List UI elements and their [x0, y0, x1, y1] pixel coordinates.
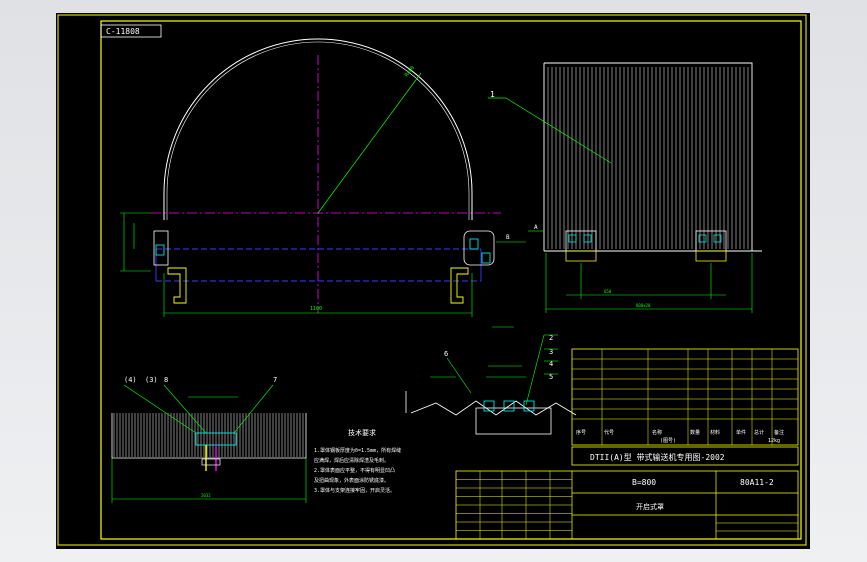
drawing-canvas[interactable]: C-11808 R400: [56, 13, 810, 549]
callout-detail-5: 5: [549, 373, 553, 381]
parts-header-remark: 备注: [774, 429, 784, 436]
parts-header-seq: 序号: [576, 429, 586, 436]
callout-detail-3: (3): [145, 376, 158, 384]
parts-header-code: 代号: [604, 429, 614, 436]
callout-detail-3b: 3: [549, 348, 553, 356]
inner-border: [100, 20, 802, 540]
detail-view-left: 2032 (4) (3) 8 7: [111, 376, 307, 503]
technical-notes: 技术要求 1.罩体钢板厚度为δ=1.5mm，所有焊缝 应满焊，焊后应清除焊渣及毛…: [314, 428, 401, 494]
parts-header-qty: 数量: [690, 429, 700, 436]
drawing-code-box: [100, 24, 162, 38]
callout-1: 1: [490, 90, 495, 99]
callout-detail-2: 2: [549, 334, 553, 342]
drawing-number: 80A11-2: [740, 478, 774, 487]
detail-view-right: 6 2 3 4 5: [405, 326, 577, 435]
side-view-outline: [543, 62, 753, 251]
detail-left-outline: [111, 413, 307, 459]
detail-right-profile: [410, 400, 577, 416]
title-block: DTII(A)型 带式输送机专用图-2002 B=800 80A11-2 开启式…: [455, 446, 799, 540]
section-mark-a: A: [534, 224, 538, 231]
right-mount-block: [695, 230, 727, 262]
callout-detail-4: (4): [124, 376, 137, 384]
side-view: 1 A 800±20 650: [488, 62, 762, 313]
side-width-label: 800±20: [636, 303, 651, 308]
parts-header-name: 名称: [652, 429, 662, 436]
parts-header-unit: 单件: [736, 429, 746, 436]
detail-corrugation-lines: [113, 413, 304, 457]
callout-detail-4b: 4: [549, 360, 553, 368]
section-mark-b: B: [506, 234, 510, 241]
left-mount-block: [565, 230, 597, 262]
title-block-grid: [456, 471, 798, 539]
leader-1-line: [505, 97, 612, 164]
side-inner-label: 650: [604, 289, 612, 294]
callout-detail-7: 7: [273, 376, 277, 384]
notes-line-5: 3.罩体与支架连接牢固，开启灵活。: [314, 487, 395, 494]
corrugation-lines: [547, 67, 749, 249]
parts-list: 序号 代号 名称 数量 材料 单件 总计 备注 (图号) 12kg: [571, 348, 799, 446]
notes-line-3: 2.罩体表面应平整，不得有明显凹凸: [314, 467, 395, 474]
parts-header-total: 总计: [754, 429, 764, 436]
project-title: DTII(A)型 带式输送机专用图-2002: [590, 452, 725, 462]
drawing-sheet: C-11808 R400: [57, 14, 807, 546]
callout-detail-6: 6: [444, 350, 448, 358]
callout-detail-8: 8: [164, 376, 168, 384]
parts-header-material: 材料: [710, 429, 720, 436]
right-support-bracket: [450, 230, 495, 304]
arch-inner-outline: [166, 41, 470, 220]
front-view: R400: [120, 38, 526, 317]
notes-line-4: 及扭曲现象，外表面涂防锈底漆。: [314, 477, 389, 484]
detail-width-label: 2032: [201, 493, 211, 498]
width-label: B=800: [632, 478, 656, 487]
left-support-bracket: [153, 230, 187, 304]
drawing-code: C-11808: [106, 27, 140, 36]
span-label: 1100: [310, 306, 322, 312]
arch-outer-outline: [163, 38, 473, 220]
notes-line-1: 1.罩体钢板厚度为δ=1.5mm，所有焊缝: [314, 447, 401, 454]
notes-line-2: 应满焊，焊后应清除焊渣及毛刺。: [314, 457, 389, 464]
radius-leader: [317, 72, 422, 214]
outer-border: [57, 14, 807, 546]
parts-list-grid: [572, 349, 798, 445]
material-text: (图号): [660, 438, 676, 444]
weight-label: 12kg: [768, 438, 780, 444]
project-title-cell: [571, 446, 799, 466]
part-name: 开启式罩: [636, 502, 664, 511]
parts-list-frame: [571, 348, 799, 446]
notes-title: 技术要求: [348, 428, 376, 437]
detail-right-bracket: [475, 407, 552, 435]
